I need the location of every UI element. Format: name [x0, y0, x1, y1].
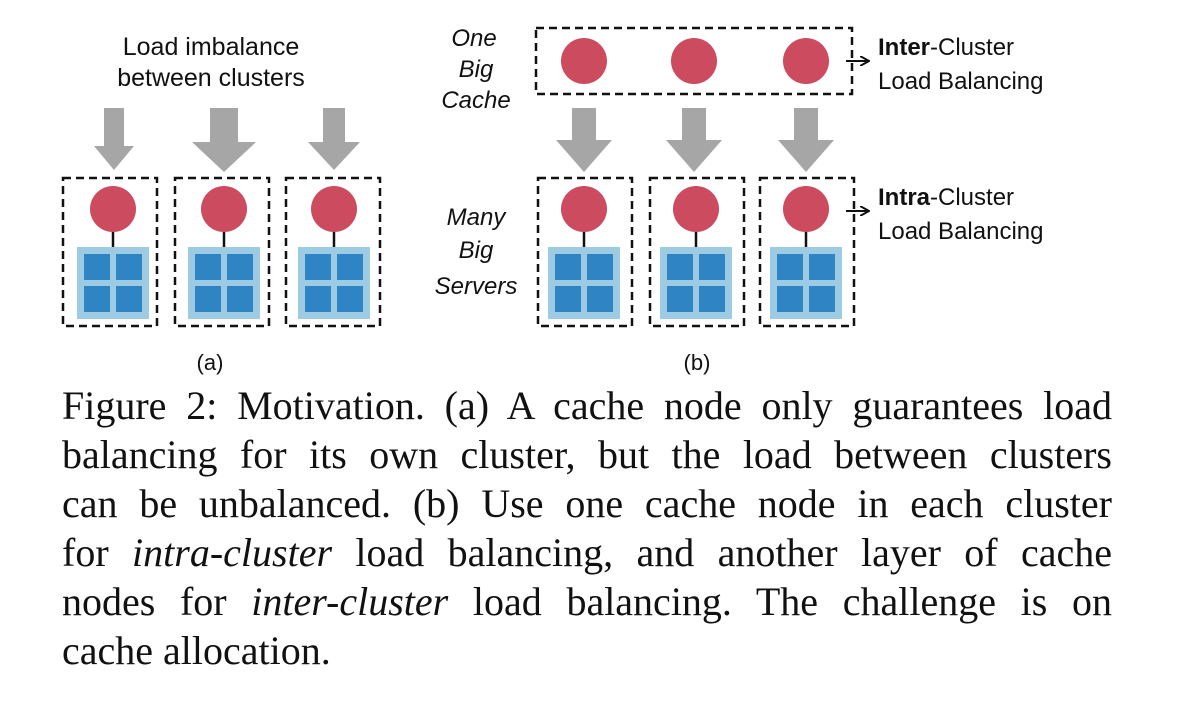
server-icon [298, 247, 370, 319]
intra-cluster-label-line1: Intra-Cluster [878, 184, 1014, 211]
panel-a-label: (a) [197, 350, 224, 375]
caption-line-2: balancing for its own cluster, but the l… [62, 432, 1112, 477]
panel-b-label: (b) [684, 350, 711, 375]
layer-arrow [666, 108, 722, 172]
motivation-diagram: Load imbalance between clusters [61, 25, 1044, 375]
cluster-boundary [61, 176, 159, 328]
cache-node [783, 38, 829, 84]
caption-emphasis-intra: intra-cluster [132, 530, 333, 575]
cache-node [561, 186, 607, 232]
cache-node [671, 38, 717, 84]
many-big-servers-label-line1: Many [447, 204, 508, 231]
load-arrow-small [94, 108, 134, 170]
layer-arrows [556, 108, 834, 172]
panel-a-title-line2: between clusters [117, 64, 305, 92]
cluster-a1 [61, 176, 159, 328]
load-arrow-large [192, 108, 256, 172]
caption-emphasis-inter: inter-cluster [251, 579, 449, 624]
panel-b: One Big Cache Many Big Servers Inter-Clu… [435, 25, 1044, 375]
cache-node [90, 186, 136, 232]
cluster-boundary [648, 176, 746, 328]
big-cache-layer [534, 26, 854, 96]
panel-a: Load imbalance between clusters [61, 33, 382, 375]
cache-node [561, 38, 607, 84]
cluster-b3 [758, 176, 856, 328]
cluster-a2 [173, 176, 271, 328]
layer-arrow [556, 108, 612, 172]
cluster-b2 [648, 176, 746, 328]
caption-line-5: nodes for inter-cluster load balancing. … [62, 579, 1112, 624]
cache-node [311, 186, 357, 232]
one-big-cache-label-line2: Big [459, 56, 494, 83]
load-arrows [94, 108, 360, 172]
cluster-boundary [173, 176, 271, 328]
caption-line-4: for intra-cluster load balancing, and an… [62, 530, 1113, 575]
cluster-a3 [284, 176, 382, 328]
server-icon [77, 247, 149, 319]
caption-line-6: cache allocation. [62, 628, 331, 673]
one-big-cache-label-line1: One [451, 25, 496, 52]
figure-caption: Figure 2: Motivation. (a) A cache node o… [62, 381, 1112, 675]
cluster-b1 [536, 176, 634, 328]
many-big-servers-label-line3: Servers [435, 273, 518, 300]
cache-node [673, 186, 719, 232]
server-icon [770, 247, 842, 319]
panel-a-title-line1: Load imbalance [123, 33, 300, 61]
many-big-servers-label-line2: Big [459, 237, 494, 264]
intra-cluster-label-line2: Load Balancing [878, 218, 1043, 245]
inter-cluster-label-line2: Load Balancing [878, 68, 1043, 95]
cache-node [201, 186, 247, 232]
one-big-cache-label-line3: Cache [441, 87, 510, 114]
server-icon [660, 247, 732, 319]
layer-arrow [778, 108, 834, 172]
cluster-boundary [284, 176, 382, 328]
cluster-boundary [758, 176, 856, 328]
cache-node [783, 186, 829, 232]
load-arrow-medium [308, 108, 360, 170]
cluster-boundary [536, 176, 634, 328]
cache-layer-boundary [534, 26, 854, 96]
inter-cluster-label-line1: Inter-Cluster [878, 34, 1014, 61]
caption-line-1: Figure 2: Motivation. (a) A cache node o… [62, 383, 1112, 428]
server-icon [188, 247, 260, 319]
caption-line-3: can be unbalanced. (b) Use one cache nod… [62, 481, 1112, 526]
server-icon [548, 247, 620, 319]
